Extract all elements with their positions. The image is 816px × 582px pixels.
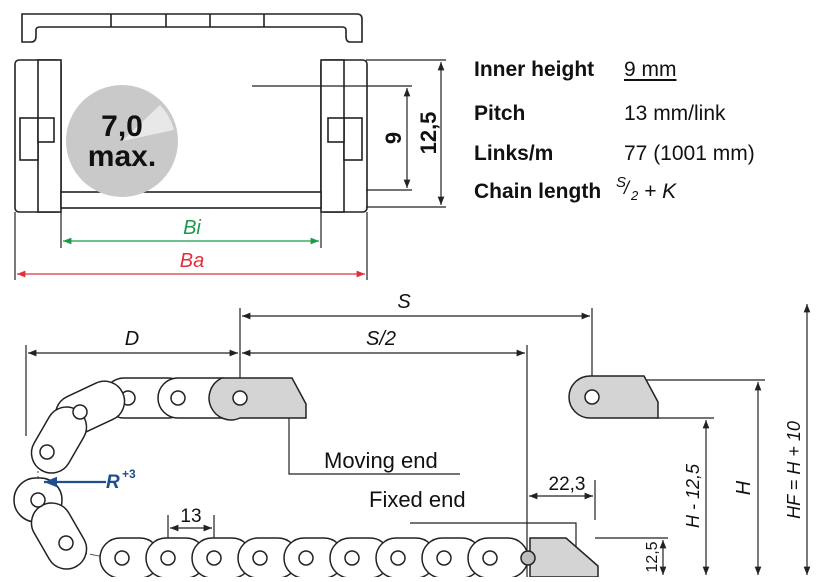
spec-value-pitch: 13 mm/link (624, 102, 726, 125)
radius-label: R (106, 472, 120, 493)
dim-h-label: H (733, 480, 755, 495)
dim-hf-label: HF = H + 10 (784, 421, 804, 519)
max-size-badge (66, 85, 178, 197)
link-cross-section (14, 59, 368, 213)
formula-2: 2 (631, 188, 639, 203)
dim-d-label: D (125, 328, 139, 350)
dim-12-5-label: 12,5 (644, 541, 661, 572)
dim-pitch-label: 13 (180, 506, 201, 527)
dim-s-half-label: S/2 (366, 328, 396, 350)
width-dimensions (14, 212, 368, 280)
radius-tolerance: +3 (122, 467, 136, 481)
spec-value-links: 77 (1001 mm) (624, 142, 755, 165)
chain-bend (13, 380, 126, 570)
formula-s: S (616, 174, 627, 191)
moving-end-label: Moving end (324, 448, 438, 473)
dim-outer-height: 12,5 (416, 112, 441, 155)
spec-label-inner-height: Inner height (474, 58, 595, 81)
dim-h-minus-label: H - 12,5 (683, 463, 703, 528)
formula-rest: + K (644, 180, 677, 203)
spec-value-inner-height: 9 mm (624, 58, 677, 81)
dim-bi-label: Bi (183, 217, 201, 239)
dim-22-3-label: 22,3 (549, 474, 586, 495)
dimension-lines (25, 304, 811, 577)
height-dimensions (252, 59, 446, 208)
crossbar-top-view (21, 13, 363, 43)
chain-lower-run (99, 537, 529, 579)
dim-ba-label: Ba (180, 250, 204, 272)
spec-label-pitch: Pitch (474, 102, 526, 125)
max-badge-line2: max. (88, 140, 156, 173)
dim-inner-height: 9 (381, 132, 406, 144)
fixed-end-label: Fixed end (369, 487, 466, 512)
fixed-end-bracket (520, 537, 599, 578)
moving-end-bracket-right (568, 375, 659, 419)
formula-slash: / (624, 178, 630, 198)
dim-s-label: S (397, 291, 411, 313)
max-badge-line1: 7,0 (101, 110, 143, 143)
spec-label-links: Links/m (474, 142, 554, 165)
moving-end-bracket (208, 377, 307, 421)
spec-label-chain-length: Chain length (474, 180, 602, 203)
